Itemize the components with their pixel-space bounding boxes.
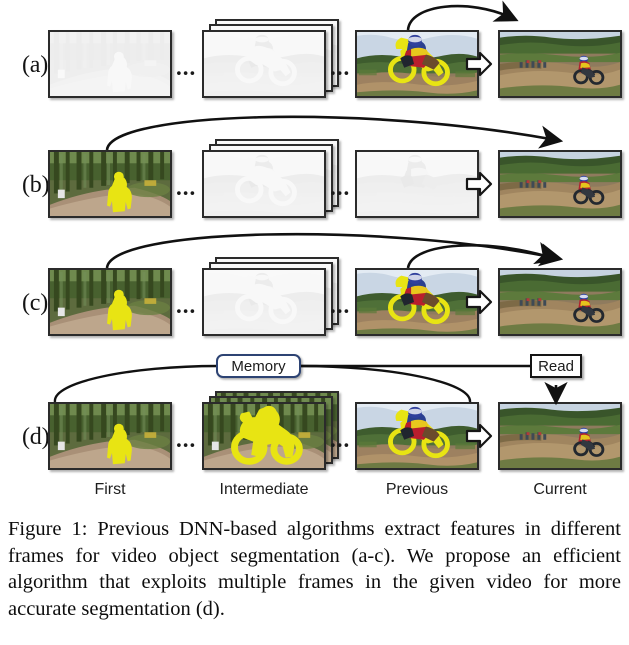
row-label-b: (b) [22,172,50,198]
frame-a-first [48,30,172,98]
caption-text: Figure 1: Previous DNN-based algorithms … [8,518,621,620]
frame-c-first [48,268,172,336]
frame-d-intermediate [202,402,326,470]
frame-a-intermediate [202,30,326,98]
block-arrow-c [464,288,494,321]
arrow-d-first-to-memory [53,364,219,403]
column-label-intermediate: Intermediate [219,481,309,498]
frame-d-previous [355,402,479,470]
memory-node[interactable]: Memory [216,354,301,378]
row-label-a: (a) [22,52,49,78]
ellipsis-b-1: ... [176,175,197,200]
ellipsis-c-2: ... [330,293,351,318]
read-node[interactable]: Read [530,354,582,378]
ellipsis-d-2: ... [330,427,351,452]
memory-label: Memory [231,357,286,375]
frame-a-previous [355,30,479,98]
figure-caption: Figure 1: Previous DNN-based algorithms … [8,516,621,623]
ellipsis-a-2: ... [330,55,351,80]
ellipsis-b-2: ... [330,175,351,200]
frame-d-first [48,402,172,470]
frame-b-previous [355,150,479,218]
ellipsis-a-1: ... [176,55,197,80]
ellipsis-d-1: ... [176,427,197,452]
frame-c-previous [355,268,479,336]
block-arrow-b [464,170,494,203]
frame-a-current [498,30,622,98]
frame-b-intermediate [202,150,326,218]
arrow-c-prev-to-current [406,241,559,269]
frame-c-intermediate [202,268,326,336]
frame-c-current [498,268,622,336]
column-label-first: First [94,481,126,498]
frame-b-current [498,150,622,218]
figure-diagram: (a) ... ... (b) ... [22,0,622,498]
row-label-c: (c) [22,290,49,316]
row-label-d: (d) [22,424,50,450]
read-label: Read [538,357,574,375]
block-arrow-d [464,422,494,455]
frame-d-current [498,402,622,470]
ellipsis-c-1: ... [176,293,197,318]
block-arrow-a [464,50,494,83]
frame-b-first [48,150,172,218]
arrow-a-prev-to-current [406,0,519,31]
column-label-current: Current [533,481,587,498]
column-label-previous: Previous [385,481,449,498]
